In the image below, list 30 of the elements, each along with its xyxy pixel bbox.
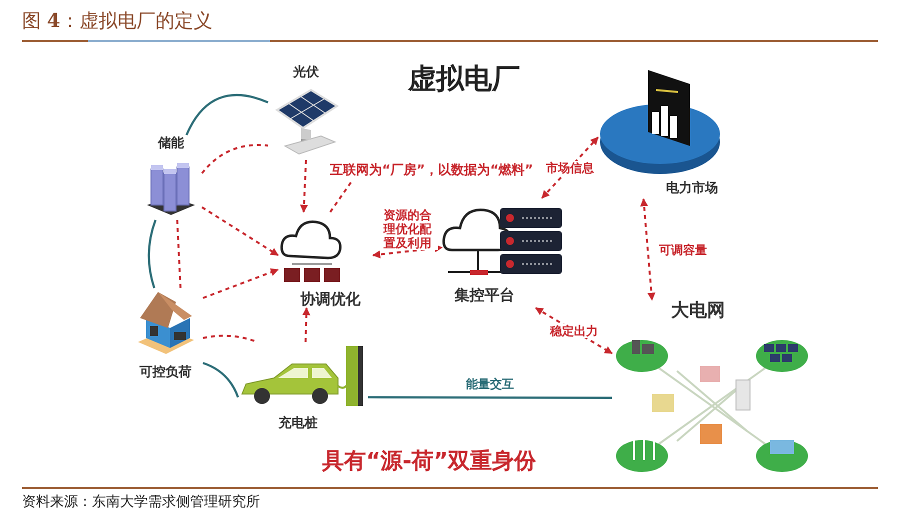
node-label: 协调优化 — [300, 290, 362, 309]
edge-label: 可调容量 — [658, 242, 708, 256]
arrow — [640, 198, 656, 301]
source-note: 资料来源：东南大学需求侧管理研究所 — [22, 493, 260, 511]
connector-line — [148, 220, 157, 288]
node-label: 光伏 — [292, 64, 320, 81]
diagram-heading: 虚拟电厂 — [408, 61, 520, 97]
arrow — [372, 244, 443, 258]
node-label: 电力市场 — [665, 180, 719, 197]
arrow — [300, 160, 308, 213]
arrow — [302, 307, 310, 342]
arrow — [202, 268, 279, 299]
connector-line — [201, 144, 268, 174]
slogan-text: 互联网为“厂房”，以数据为“燃料” — [330, 160, 542, 182]
node-label: 大电网 — [670, 300, 726, 322]
connector-line — [329, 181, 352, 213]
connector-line — [202, 362, 240, 398]
arrow — [201, 206, 279, 256]
node-label: 充电桩 — [278, 415, 318, 432]
edge-label: 稳定出力 — [548, 324, 599, 338]
connector-line — [368, 396, 612, 399]
slogan-text: 具有“源-荷”双重身份 — [322, 448, 536, 476]
node-label: 集控平台 — [454, 286, 516, 305]
node-label: 可控负荷 — [138, 364, 192, 381]
node-label: 储能 — [156, 135, 185, 152]
figure-title: 图 4：虚拟电厂的定义 — [22, 9, 212, 34]
edge-label: 能量交互 — [465, 376, 515, 391]
connector-line — [186, 94, 268, 136]
edge-label: 市场信息 — [545, 160, 595, 175]
connector-line — [176, 220, 182, 288]
